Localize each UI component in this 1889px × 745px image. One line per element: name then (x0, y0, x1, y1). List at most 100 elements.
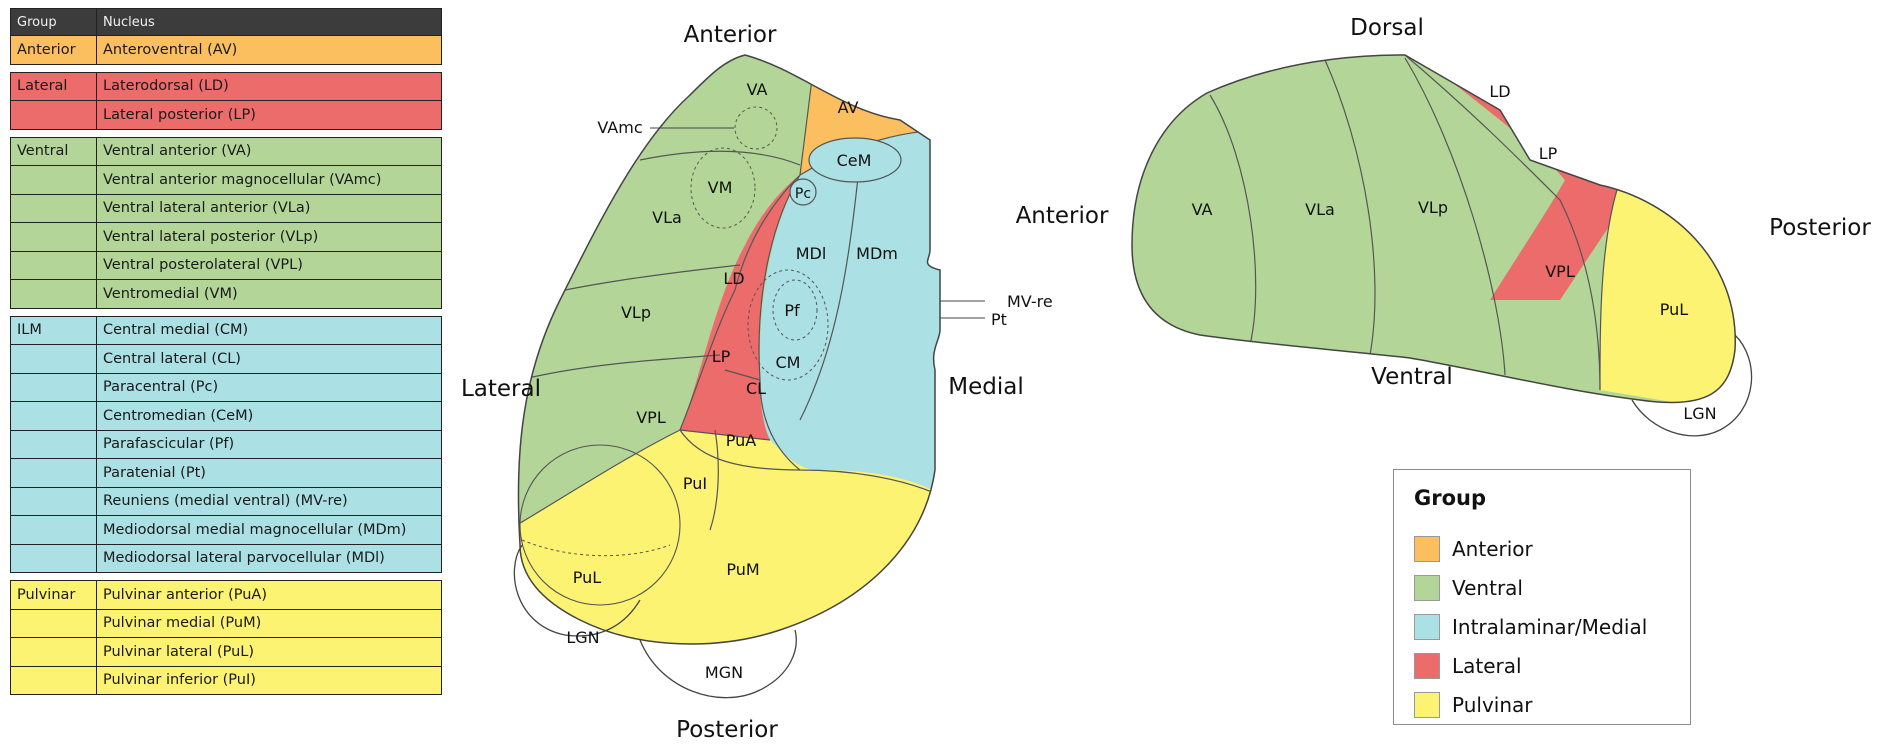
group-cell (10, 401, 97, 431)
label-pum: PuM (726, 560, 759, 579)
label-pc: Pc (795, 186, 811, 202)
nucleus-cell: Ventral anterior (VA) (96, 136, 442, 166)
group-cell (10, 165, 97, 195)
vamc-outline (734, 106, 778, 150)
label-pf: Pf (784, 301, 800, 320)
lgn-outline (513, 544, 641, 637)
nucleus-cell: Lateral posterior (LP) (96, 100, 442, 130)
axial-medial-label: Medial (948, 374, 1023, 400)
nucleus-cell: Pulvinar inferior (PuI) (96, 665, 442, 695)
group-cell (10, 665, 97, 695)
group-column-header: Group (10, 8, 97, 36)
table-row: Ventral lateral posterior (VLp) (10, 222, 442, 252)
table-section-gap (10, 63, 442, 73)
label-pt: Pt (991, 310, 1007, 329)
label-pua: PuA (726, 431, 757, 450)
table-row: Pulvinar lateral (PuL) (10, 637, 442, 667)
label-va: VA (747, 80, 768, 99)
nucleus-cell: Ventromedial (VM) (96, 279, 442, 309)
label-mdm: MDm (856, 244, 898, 263)
nucleus-cell: Anteroventral (AV) (96, 35, 442, 65)
group-cell (10, 193, 97, 223)
cm-outline (747, 269, 829, 381)
axial-outline (517, 54, 941, 645)
legend-item: Lateral (1414, 651, 1522, 681)
nucleus-cell: Mediodorsal lateral parvocellular (MDl) (96, 543, 442, 573)
nucleus-cell: Ventral posterolateral (VPL) (96, 250, 442, 280)
nucleus-cell: Pulvinar anterior (PuA) (96, 580, 442, 610)
label-pul: PuL (573, 568, 602, 587)
nucleus-cell: Laterodorsal (LD) (96, 71, 442, 101)
label-vpl: VPL (636, 408, 666, 427)
label-vm: VM (708, 178, 733, 197)
nucleus-cell: Mediodorsal medial magnocellular (MDm) (96, 515, 442, 545)
table-section-gap (10, 128, 442, 138)
axial-lateral-label: Lateral (461, 376, 541, 402)
nucleus-cell: Paratenial (Pt) (96, 458, 442, 488)
mgn-outline (639, 629, 797, 699)
table-section-gap (10, 572, 442, 581)
legend-swatch (1414, 575, 1440, 601)
label-pui: PuI (683, 474, 707, 493)
legend-swatch (1414, 536, 1440, 562)
legend-item: Ventral (1414, 573, 1523, 603)
pul-outline (519, 444, 681, 606)
group-cell (10, 543, 97, 573)
table-row: Mediodorsal lateral parvocellular (MDl) (10, 543, 442, 573)
table-row: Parafascicular (Pf) (10, 429, 442, 459)
table-row: Lateral posterior (LP) (10, 100, 442, 130)
vm-outline (690, 147, 756, 229)
pf-outline (772, 279, 818, 341)
legend-swatch (1414, 614, 1440, 640)
table-row: Reuniens (medial ventral) (MV-re) (10, 486, 442, 516)
label-lgn: LGN (566, 628, 599, 647)
label-mgn: MGN (705, 663, 743, 682)
pulvinar-region (518, 430, 940, 644)
table-row: Pulvinar inferior (PuI) (10, 665, 442, 695)
legend-label: Anterior (1452, 537, 1533, 561)
label-cm: CM (776, 353, 801, 372)
pc-region (789, 178, 817, 206)
nucleus-cell: Ventral anterior magnocellular (VAmc) (96, 165, 442, 195)
table-section-gap (10, 307, 442, 317)
nucleus-column-header: Nucleus (96, 8, 442, 36)
table-row: Ventral anterior magnocellular (VAmc) (10, 165, 442, 195)
group-cell (10, 486, 97, 516)
nucleus-cell: Centromedian (CeM) (96, 401, 442, 431)
legend-label: Lateral (1452, 654, 1522, 678)
legend-swatch (1414, 653, 1440, 679)
legend-label: Intralaminar/Medial (1452, 615, 1648, 639)
label-ld: LD (723, 269, 744, 288)
label-lp: LP (712, 347, 731, 366)
label-mvre: MV-re (1007, 292, 1053, 311)
group-cell: Pulvinar (10, 580, 97, 610)
legend-label: Pulvinar (1452, 693, 1533, 717)
table-row: Ventral posterolateral (VPL) (10, 250, 442, 280)
label-av: AV (838, 98, 859, 117)
table-row: Paratenial (Pt) (10, 458, 442, 488)
axial-anterior-label: Anterior (684, 22, 777, 48)
group-cell (10, 608, 97, 638)
label-cl: CL (746, 379, 766, 398)
lateral-region (680, 175, 800, 440)
label-vla: VLa (652, 208, 682, 227)
label-mdl: MDl (796, 244, 827, 263)
label-cem: CeM (837, 151, 872, 170)
axial-posterior-label: Posterior (676, 717, 778, 743)
nucleus-cell: Pulvinar medial (PuM) (96, 608, 442, 638)
legend-label: Ventral (1452, 576, 1523, 600)
legend-item: Pulvinar (1414, 690, 1533, 720)
table-row: Mediodorsal medial magnocellular (MDm) (10, 515, 442, 545)
medial-region (759, 130, 940, 500)
legend-title: Group (1414, 486, 1487, 510)
label-vlp: VLp (621, 303, 651, 322)
table-row: Ventromedial (VM) (10, 279, 442, 309)
table-row: Pulvinar medial (PuM) (10, 608, 442, 638)
